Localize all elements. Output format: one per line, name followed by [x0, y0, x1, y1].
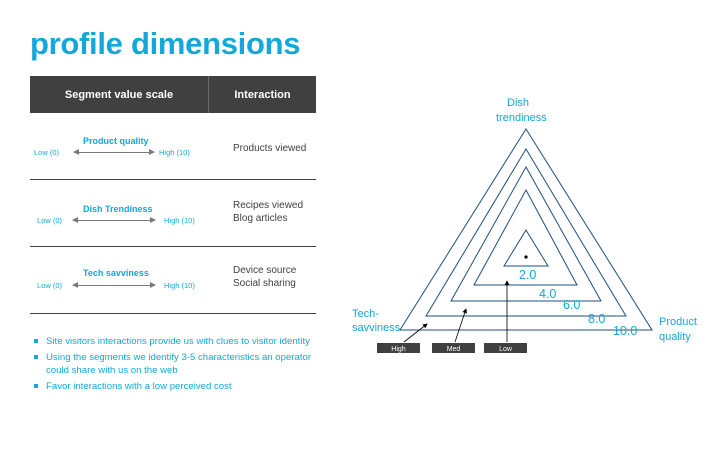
bullet-item: Using the segments we identify 3-5 chara…: [34, 351, 324, 378]
ring-triangle: [450, 165, 602, 302]
ring-label-8: 8.0: [588, 312, 605, 326]
page-title: profile dimensions: [30, 26, 301, 61]
interaction-item: Device source: [233, 265, 297, 276]
level-high-label: High: [391, 346, 406, 353]
interaction-item: Recipes viewed: [233, 200, 304, 211]
level-low: Low: [484, 343, 527, 353]
interaction-cell: Device source Social sharing: [233, 264, 296, 290]
segment-label: Dish Trendiness: [83, 204, 153, 214]
segment-scale: Tech savviness Low (0) High (10): [30, 247, 208, 313]
ring-label-6: 6.0: [563, 298, 580, 312]
table-header: Segment value scale Interaction: [30, 76, 316, 113]
table-row: Tech savviness Low (0) High (10) Device …: [30, 247, 316, 314]
scale-low-label: Low (0): [37, 281, 63, 290]
level-low-label: Low: [499, 346, 513, 353]
axis-label-trendiness: trendiness: [496, 112, 547, 124]
bullet-item: Favor interactions with a low perceived …: [34, 380, 324, 394]
pointer-high: [403, 323, 428, 343]
level-high: High: [377, 343, 420, 353]
segment-table: Segment value scale Interaction Product …: [30, 76, 316, 314]
segment-scale: Dish Trendiness Low (0) High (10): [30, 180, 208, 246]
axis-label-tech: Tech-: [352, 308, 379, 320]
level-med: Med: [432, 343, 475, 353]
axis-label-quality: quality: [659, 331, 691, 343]
scale-high-label: High (10): [159, 148, 190, 157]
scale-low-label: Low (0): [34, 148, 60, 157]
axis-label-savviness: savviness: [352, 322, 401, 334]
pointer-med: [454, 308, 468, 343]
scale-arrow: [72, 217, 156, 223]
scale-high-label: High (10): [164, 281, 195, 290]
table-row: Product quality Low (0) High (10) Produc…: [30, 113, 316, 180]
scale-arrow: [73, 149, 155, 155]
ring-label-10: 10.0: [613, 324, 637, 338]
segment-label: Tech savviness: [83, 268, 149, 278]
radar-rings: [399, 128, 653, 331]
table-row: Dish Trendiness Low (0) High (10) Recipe…: [30, 180, 316, 247]
ring-triangle: [473, 188, 578, 286]
segment-scale: Product quality Low (0) High (10): [30, 113, 208, 179]
interaction-cell: Products viewed: [233, 142, 306, 155]
header-interaction: Interaction: [234, 88, 291, 101]
bullet-item: Site visitors interactions provide us wi…: [34, 335, 324, 349]
segment-label: Product quality: [83, 136, 149, 146]
scale-arrow: [72, 282, 156, 288]
ring-label-4: 4.0: [539, 287, 556, 301]
axis-label-dish: Dish: [507, 97, 529, 109]
header-segment-scale: Segment value scale: [30, 76, 209, 113]
scale-low-label: Low (0): [37, 216, 63, 225]
level-med-label: Med: [447, 346, 461, 353]
interaction-item: Products viewed: [233, 143, 307, 154]
axis-label-product: Product: [659, 316, 697, 328]
interaction-cell: Recipes viewed Blog articles: [233, 199, 303, 225]
interaction-item: Blog articles: [233, 213, 288, 224]
center-dot: [524, 255, 528, 259]
bullet-list: Site visitors interactions provide us wi…: [34, 335, 324, 395]
ring-triangle: [399, 128, 653, 331]
interaction-item: Social sharing: [233, 278, 296, 289]
ring-triangle: [503, 229, 549, 267]
scale-high-label: High (10): [164, 216, 195, 225]
ring-label-2: 2.0: [519, 268, 536, 282]
ring-triangle: [425, 148, 627, 317]
